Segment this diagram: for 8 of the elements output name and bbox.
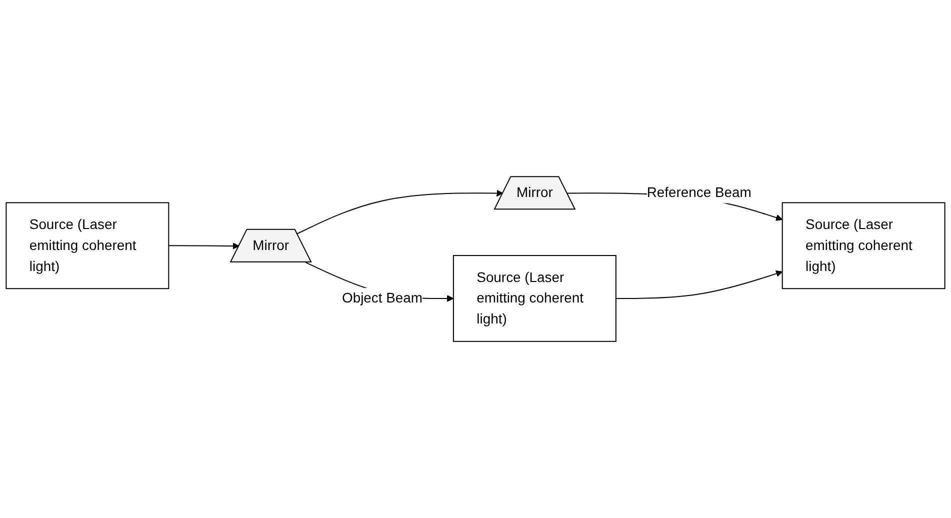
arrow [168,242,240,250]
edge-label: Object Beam [342,290,422,306]
edge-label: Reference Beam [646,184,752,200]
node-box: Source (Laser emitting coherent light) [6,202,170,290]
node-box: Source (Laser emitting coherent light) [452,255,616,342]
arrow [296,190,504,234]
node-box: Source (Laser emitting coherent light) [782,202,946,290]
arrow [616,270,783,299]
